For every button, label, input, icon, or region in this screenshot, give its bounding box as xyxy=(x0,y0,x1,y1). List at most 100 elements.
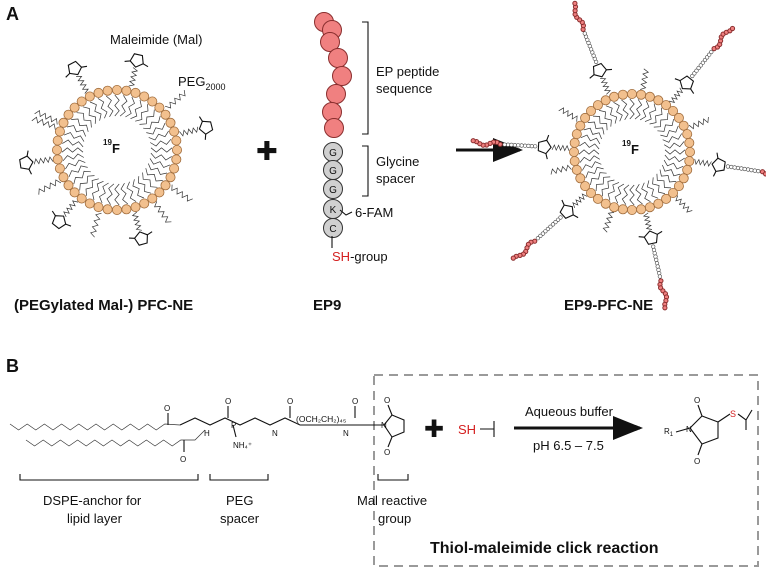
phosphorus-atom: P xyxy=(231,421,236,430)
click-reaction-title: Thiol-maleimide click reaction xyxy=(430,540,659,557)
acyl-chain-2 xyxy=(25,429,206,447)
maleimide-group-carbonyl xyxy=(561,199,565,206)
lipid-tail xyxy=(634,99,643,120)
spacer-bead xyxy=(505,142,511,147)
lipid-tail xyxy=(664,154,685,163)
lipid-head xyxy=(76,96,87,107)
lipid-head xyxy=(165,172,176,183)
lipid-head xyxy=(627,204,638,215)
lipid-tail xyxy=(659,169,677,183)
lipid-head xyxy=(617,204,628,215)
lipid-tail xyxy=(148,130,169,141)
maleimide-ring xyxy=(383,414,405,438)
spacer-bead xyxy=(558,215,563,220)
lipid-head xyxy=(58,117,69,128)
spacer-bead xyxy=(543,229,548,234)
lipid-head xyxy=(571,164,582,175)
peptide-residue xyxy=(324,118,344,138)
maleimide-group xyxy=(198,120,214,135)
spacer-bead xyxy=(653,254,658,259)
lipid-tail xyxy=(135,104,149,122)
lipid-head xyxy=(580,181,591,192)
peg-chain xyxy=(550,164,572,175)
lipid-tail xyxy=(97,98,108,119)
spacer-bead xyxy=(656,267,661,273)
maleimide-group-carbonyl xyxy=(690,88,695,94)
peptide-bead xyxy=(729,25,736,32)
lipid-head xyxy=(139,198,150,209)
lipid-head xyxy=(121,204,132,215)
spacer-residue-label: G xyxy=(329,185,337,196)
succinimide-co-1 xyxy=(697,404,703,417)
spacer-bead xyxy=(694,68,699,73)
spacer-bead xyxy=(657,271,662,276)
lipid-head xyxy=(600,95,611,106)
lipid-tail xyxy=(142,172,158,188)
maleimide-group-carbonyl xyxy=(65,73,71,78)
maleimide-n: N xyxy=(381,421,387,430)
lipid-tail xyxy=(147,163,168,175)
maleimide-group-carbonyl xyxy=(545,153,548,160)
core-label-element: F xyxy=(112,141,120,156)
maleimide-group-carbonyl xyxy=(28,169,32,175)
lipid-head xyxy=(661,100,672,111)
aqueous-buffer-label: Aqueous buffer xyxy=(525,404,614,419)
lipid-tail xyxy=(66,125,87,137)
peg-mal-arm xyxy=(694,158,712,167)
lipid-head xyxy=(600,198,611,209)
spacer-residue xyxy=(323,218,343,238)
maleimide-group xyxy=(537,139,552,155)
spacer-bead xyxy=(698,63,703,68)
panel-b-label: B xyxy=(6,356,19,376)
spacer-bead xyxy=(548,224,553,229)
carbamate-n: N xyxy=(272,429,278,438)
maleimide-co-1 xyxy=(387,404,393,416)
lipid-tail xyxy=(65,159,86,170)
mal-bracket xyxy=(377,474,409,481)
spacer-bead xyxy=(538,233,543,238)
spacer-bead xyxy=(545,226,551,232)
lipid-tail xyxy=(137,176,152,194)
lipid-tail xyxy=(150,147,173,153)
lipid-head xyxy=(673,112,684,123)
lipid-head xyxy=(121,85,132,96)
peptide-bead xyxy=(662,305,668,311)
core-label-sup: 19 xyxy=(103,138,112,147)
maleimide-group-carbonyl xyxy=(657,230,663,235)
peg-mal-arm xyxy=(551,144,570,152)
lipid-tail xyxy=(146,122,166,135)
lipid-tail xyxy=(581,161,602,171)
peg-formula: (OCH₂CH₂)₄₅ xyxy=(296,414,346,424)
lipid-tail xyxy=(143,115,161,130)
phosphate-o2 xyxy=(232,424,237,438)
peg-mal-arm xyxy=(642,212,653,230)
succinimide-ring xyxy=(689,415,719,445)
lipid-tail xyxy=(621,184,630,205)
lipid-head xyxy=(139,91,150,102)
lipid-head xyxy=(684,137,695,148)
dspe-bracket xyxy=(19,474,199,481)
ester-o-2: O xyxy=(180,455,186,464)
maleimide-group xyxy=(559,204,574,219)
lipid-tail xyxy=(652,177,665,194)
maleimide-group xyxy=(129,53,144,68)
peg-mal-arm xyxy=(63,200,79,218)
glycerol-h: H xyxy=(204,429,210,438)
spacer-bead xyxy=(509,142,514,147)
lipid-tail xyxy=(653,112,669,128)
lipid-head xyxy=(586,187,597,198)
lipid-tail xyxy=(68,165,88,178)
peptide-residue xyxy=(328,48,348,68)
lipid-head xyxy=(84,91,95,102)
lipid-head xyxy=(586,106,597,117)
lipid-head xyxy=(154,102,165,113)
maleimide-group-carbonyl xyxy=(142,63,149,68)
maleimide-group xyxy=(67,60,83,76)
lipid-tail xyxy=(92,180,104,201)
lipid-tail xyxy=(585,166,604,179)
s-substituent xyxy=(737,409,753,430)
ep-peptide-label-1: EP peptide xyxy=(376,64,439,79)
lipid-head xyxy=(627,89,638,100)
lipid-head xyxy=(569,156,580,167)
lipid-head xyxy=(678,120,689,131)
